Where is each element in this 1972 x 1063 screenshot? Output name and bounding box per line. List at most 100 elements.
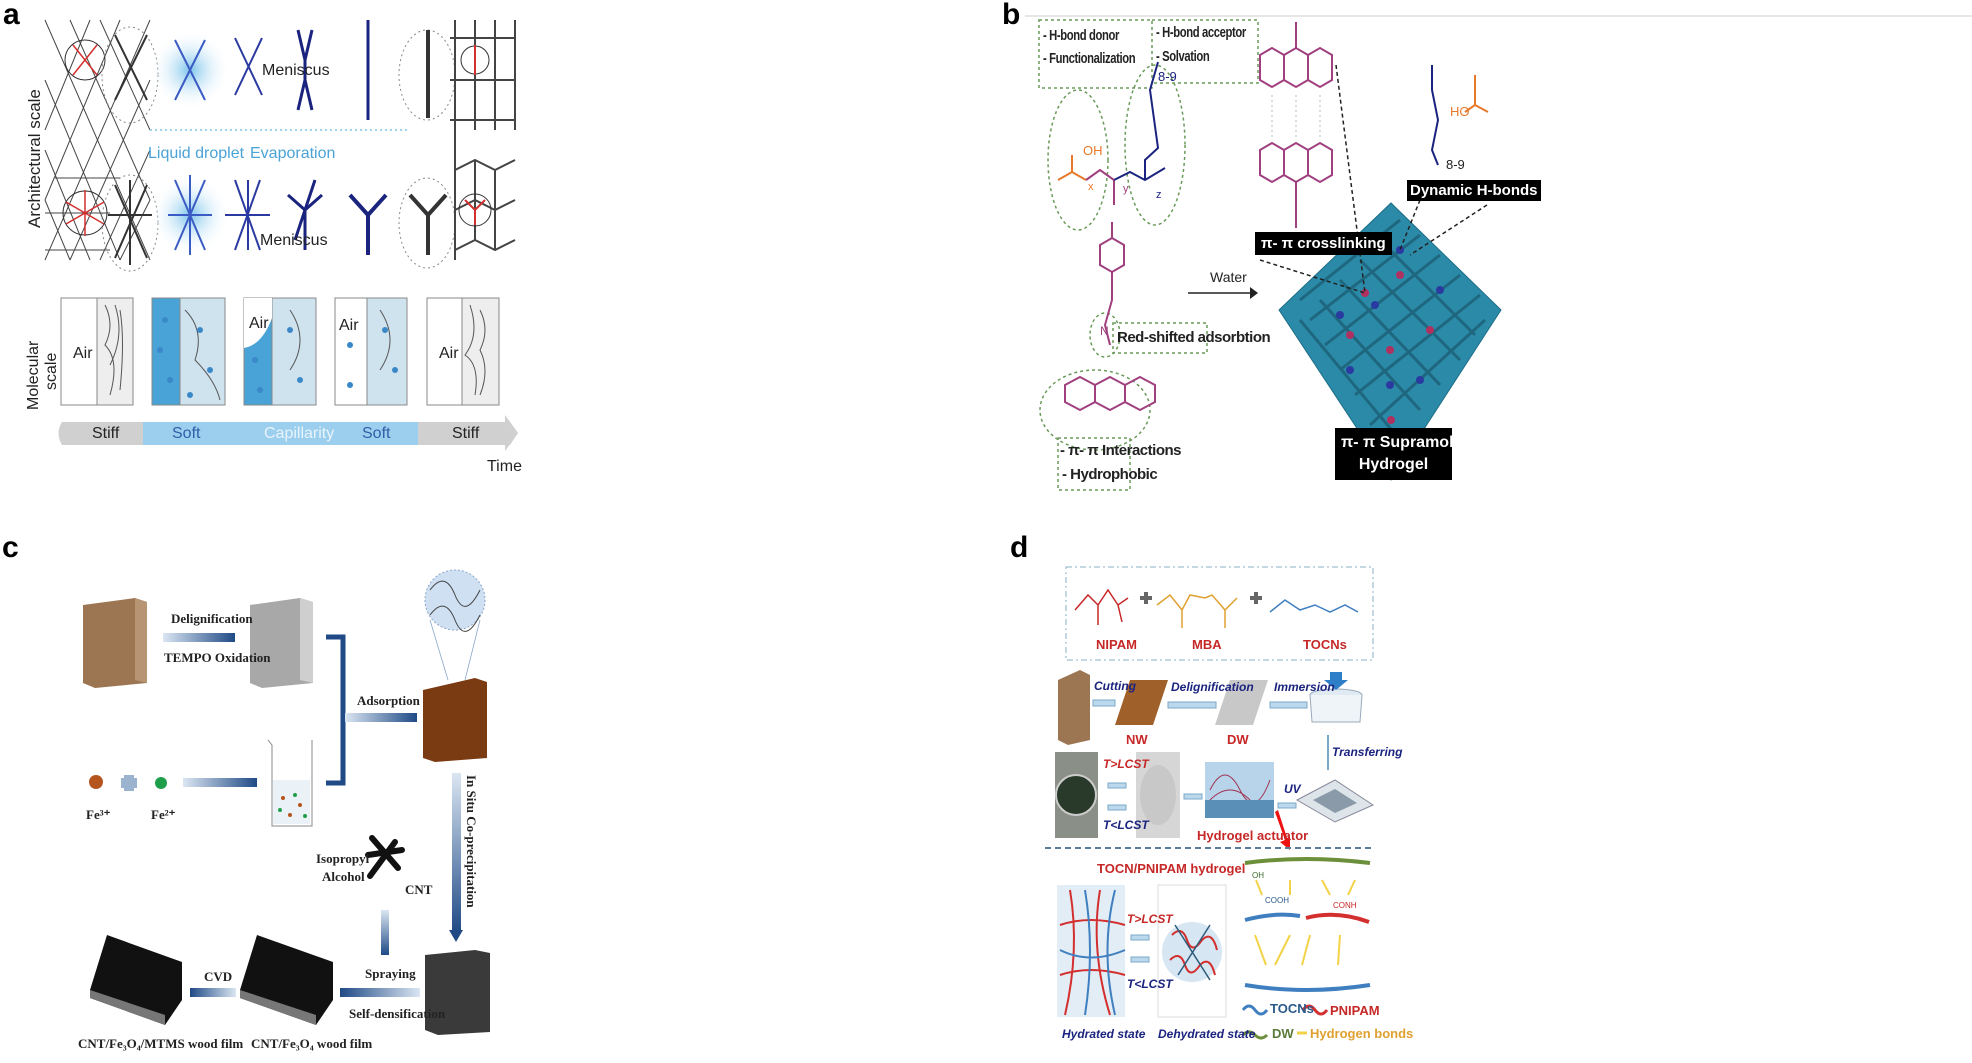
functionalization-label: - Functionalization: [1043, 50, 1136, 67]
legend-pnipam: PNIPAM: [1330, 1003, 1380, 1018]
panel-b-molecule: [1057, 61, 1166, 412]
repeat-unit-label: 8-9: [1158, 69, 1177, 84]
nipam-label: NIPAM: [1096, 637, 1137, 652]
tocns-label: TOCNs: [1303, 637, 1347, 652]
panel-c-wood-cube: [83, 598, 147, 688]
panel-b-hbond-molecule: [1430, 65, 1489, 166]
pi-interactions-label: - π- π Interactions: [1060, 442, 1181, 459]
cnt-fe3o4-film-label: CNT/Fe₃O₄ wood film: [251, 1036, 373, 1051]
panel-c-ion-arrow: [183, 778, 257, 787]
panel-c-spraying-arrow: [381, 910, 389, 955]
tocn-pnipam-label: TOCN/PNIPAM hydrogel: [1097, 861, 1246, 876]
subscript-x: x: [1088, 181, 1094, 193]
panel-d-monomer-box: [1065, 566, 1374, 661]
hbond-acceptor-label: - H-bond acceptor: [1156, 24, 1246, 41]
panel-c-delignification-arrow: [163, 633, 235, 642]
fe3-label: Fe³⁺: [86, 807, 111, 822]
self-densification-label: Self-densification: [349, 1006, 446, 1021]
t-lt-lcst-label: T<LCST: [1103, 818, 1149, 832]
meniscus-top-label: Meniscus: [262, 62, 330, 79]
panel-c-films: [90, 935, 333, 1025]
hydrogel-actuator-label: Hydrogel actuator: [1197, 828, 1309, 843]
chem-oh: OH: [1252, 871, 1264, 880]
chem-cooh: COOH: [1265, 896, 1289, 905]
repeat-unit-label-right: 8-9: [1446, 157, 1465, 172]
transferring-label: Transferring: [1332, 745, 1403, 759]
spraying-label: Spraying: [365, 966, 416, 981]
panel-b-water-arrow: [1188, 287, 1258, 299]
supramolecular-hydrogel-label: π- π Supramolecular Hydrogel: [1335, 428, 1501, 480]
dw-label: DW: [1227, 732, 1249, 747]
panel-d-process-row1: [1058, 670, 1363, 770]
timeline-soft: Soft: [172, 425, 201, 442]
panel-d-legend-swatches: [1241, 1004, 1329, 1040]
panel-d-monomers: [1074, 588, 1359, 628]
panel-a-honeycomb: [450, 20, 516, 260]
timeline-stiff: Stiff: [452, 425, 480, 442]
panel-c-cnt-icon: [365, 835, 405, 879]
legend-tocns: TOCNs: [1270, 1001, 1314, 1016]
meniscus-bottom-label: Meniscus: [260, 232, 328, 249]
hydrogel-title-line2: Hydrogel: [1358, 456, 1429, 473]
nw-label: NW: [1126, 732, 1148, 747]
nitrogen-label: N: [1100, 324, 1109, 338]
panel-c-black-cube: [425, 950, 490, 1035]
panel-c-bracket: [326, 634, 346, 786]
time-label: Time: [487, 458, 522, 475]
delignification-step-label: Delignification: [1171, 680, 1254, 694]
molecular-scale-label-2: scale: [43, 352, 60, 390]
timeline-capillarity: Capillarity: [264, 425, 335, 442]
panel-c-densification-arrow: [340, 988, 420, 997]
t-lt-lcst-label-2: T<LCST: [1127, 977, 1173, 991]
water-label: Water: [1210, 269, 1247, 285]
cnt-label: CNT: [405, 882, 433, 897]
timeline-stiff: Stiff: [92, 425, 120, 442]
subscript-z: z: [1156, 189, 1162, 201]
hydrogel-title-line1: π- π Supramolecular: [1341, 434, 1501, 451]
solvation-label: - Solvation: [1156, 48, 1210, 65]
panel-d-chain-diagram: [1244, 857, 1371, 992]
legend-dw: DW: [1272, 1026, 1294, 1041]
uv-label: UV: [1284, 782, 1301, 796]
subscript-y: y: [1123, 183, 1129, 195]
dehydrated-state-label: Dehydrated state: [1158, 1027, 1256, 1041]
panel-c-ions: [89, 775, 167, 791]
chem-conh: CONH: [1333, 901, 1357, 910]
liquid-droplet-label: Liquid droplet: [148, 145, 245, 162]
timeline-soft: Soft: [362, 425, 391, 442]
cutting-label: Cutting: [1094, 679, 1136, 693]
panel-b-anthracene-stack: [1259, 22, 1333, 228]
panel-c-label: c: [2, 531, 19, 564]
t-gt-lcst-label: T>LCST: [1103, 757, 1149, 771]
panel-b-hydrogel-network: [1259, 64, 1502, 481]
alcohol-label: Alcohol: [322, 869, 365, 884]
panel-d-process-row2: [1055, 752, 1375, 850]
dynamic-hbonds-label: Dynamic H-bonds: [1407, 180, 1541, 201]
panel-c-delignified-cube: [250, 598, 313, 688]
panel-c-beaker: [267, 739, 313, 827]
isopropyl-label: Isopropyl: [316, 851, 370, 866]
hydrophobic-label: - Hydrophobic: [1062, 466, 1158, 483]
legend-hydrogen-bonds: Hydrogen bonds: [1310, 1026, 1414, 1041]
panel-a-molecular-boxes: [60, 297, 500, 406]
panel-a-lattice: [44, 19, 151, 261]
panel-c-coprecipitation-arrow: [452, 773, 461, 933]
panel-c-cvd-arrow: [190, 988, 236, 997]
panel-b-label: b: [1002, 0, 1021, 31]
air-label: Air: [249, 315, 269, 332]
oh-label: OH: [1083, 143, 1103, 158]
molecular-scale-label-1: Molecular: [25, 340, 42, 410]
hydrated-state-label: Hydrated state: [1062, 1027, 1146, 1041]
panel-c-magnetic-cube: [423, 569, 487, 762]
air-label: Air: [73, 345, 93, 362]
immersion-label: Immersion: [1274, 680, 1335, 694]
panel-a-label: a: [3, 0, 20, 31]
panel-a-timeline: [58, 415, 518, 451]
panel-d-label: d: [1010, 531, 1029, 564]
t-gt-lcst-label-2: T>LCST: [1127, 912, 1173, 926]
mba-label: MBA: [1192, 637, 1222, 652]
hbond-donor-label: - H-bond donor: [1043, 27, 1119, 44]
tempo-oxidation-label: TEMPO Oxidation: [164, 650, 271, 665]
